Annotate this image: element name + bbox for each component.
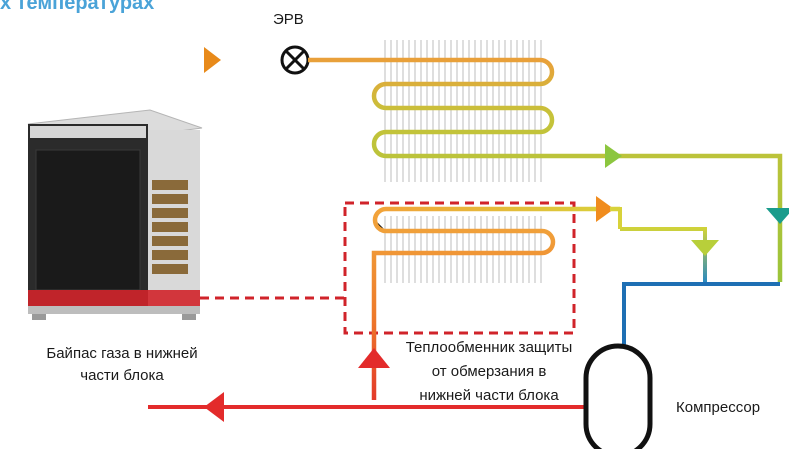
hx-label-line1: Теплообменник защиты [405,339,573,356]
flow-arrow-coil-out [605,144,622,168]
flow-arrow-vapor-down [766,208,789,224]
page-title: х температурах [0,0,155,14]
eev-valve-icon [280,45,310,75]
hx-label-line3: нижней части блока [419,387,559,404]
hx-label-line2: от обмерзания в [431,363,547,380]
lower-hx-fins [384,216,542,283]
anti-freeze-hx-box [343,201,576,335]
compressor-label: Компрессор [676,399,761,416]
erv-label: ЭРВ [273,11,304,28]
bypass-label-line1: Байпас газа в нижней [46,345,198,362]
suction-line [622,282,780,347]
flow-arrow-liquid [204,47,221,73]
flow-arrow-hx-out [596,196,614,222]
mixing-line [620,227,707,282]
compressor-icon [583,343,653,449]
lower-coil [371,228,556,400]
flow-arrow-bypass-up [358,348,390,368]
outdoor-unit-image [27,109,203,320]
upper-coil [308,57,783,282]
lower-coil-outlet [372,206,620,221]
bypass-label-line2: части блока [80,367,164,384]
flow-arrow-discharge [204,392,224,422]
flow-arrow-mix-down [691,240,719,256]
side-grille [152,180,188,274]
upper-hx-fins [384,40,542,182]
